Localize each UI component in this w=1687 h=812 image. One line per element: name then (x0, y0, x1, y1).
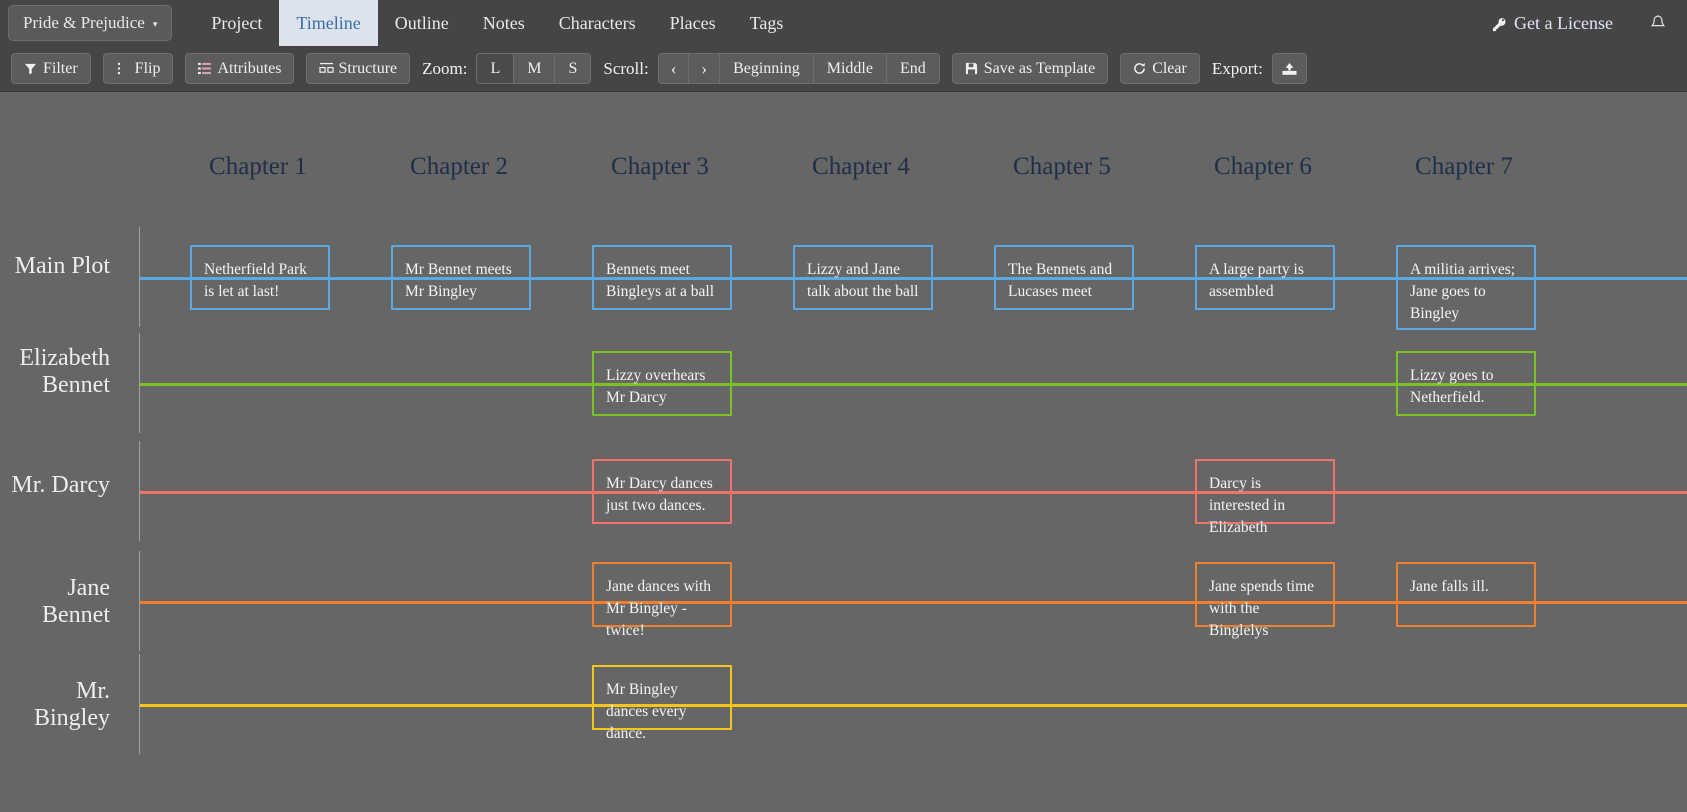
row-separator (139, 441, 140, 541)
chevron-down-icon: ▾ (152, 18, 158, 29)
flip-icon (116, 62, 129, 75)
timeline-card[interactable]: Lizzy and Jane talk about the ball (793, 245, 933, 310)
zoom-control-group: Zoom: L M S (422, 53, 592, 84)
filter-icon (24, 62, 37, 75)
row-label[interactable]: Jane Bennet (42, 575, 110, 628)
filter-button[interactable]: Filter (11, 53, 91, 84)
tab-outline[interactable]: Outline (394, 12, 449, 33)
project-selector-button[interactable]: Pride & Prejudice ▾ (8, 5, 173, 41)
export-image-button[interactable] (1271, 53, 1307, 84)
tab-places[interactable]: Places (669, 12, 716, 33)
chapter-header: Chapter 7 (1415, 153, 1513, 180)
tab-tags[interactable]: Tags (749, 12, 784, 33)
chapter-header: Chapter 5 (1013, 153, 1111, 180)
row-separator (139, 227, 140, 327)
get-a-license-link[interactable]: Get a License (1492, 13, 1613, 34)
export-group: Export: (1212, 53, 1307, 84)
save-as-template-button[interactable]: Save as Template (951, 53, 1109, 84)
structure-label: Structure (338, 59, 398, 77)
main-nav-tabs: Project Timeline Outline Notes Character… (194, 0, 800, 46)
timeline-track (140, 601, 1687, 604)
list-icon (198, 62, 212, 75)
tab-project[interactable]: Project (211, 12, 263, 33)
timeline-card[interactable]: Jane falls ill. (1396, 562, 1536, 627)
tab-timeline[interactable]: Timeline (279, 0, 378, 46)
timeline-canvas[interactable]: Chapter 1 Chapter 2 Chapter 3 Chapter 4 Chap… (0, 93, 1687, 812)
timeline-card[interactable]: A large party is assembled (1195, 245, 1335, 310)
zoom-option-s[interactable]: S (555, 54, 591, 83)
chapter-header: Chapter 2 (410, 153, 508, 180)
export-label: Export: (1211, 58, 1263, 78)
row-separator (139, 654, 140, 754)
scroll-control-group: Scroll: ‹ › Beginning Middle End (603, 53, 940, 84)
timeline-toolbar: Filter Flip Attributes Structure Zoom: L… (0, 46, 1687, 92)
clear-label: Clear (1152, 59, 1187, 77)
structure-icon (319, 62, 335, 75)
clear-button[interactable]: Clear (1120, 53, 1200, 84)
top-navigation-bar: Pride & Prejudice ▾ Project Timeline Out… (0, 0, 1687, 46)
key-icon (1492, 16, 1507, 31)
row-separator (139, 333, 140, 433)
top-bar-right-group: Get a License (1492, 0, 1687, 46)
chapter-header: Chapter 1 (209, 153, 307, 180)
refresh-icon (1133, 62, 1146, 75)
attributes-button[interactable]: Attributes (185, 53, 295, 84)
timeline-track (140, 491, 1687, 494)
timeline-track (140, 704, 1687, 707)
scroll-to-end-button[interactable]: End (886, 54, 939, 83)
zoom-option-m[interactable]: M (514, 54, 556, 83)
timeline-card[interactable]: Lizzy overhears Mr Darcy (592, 351, 732, 416)
tab-notes[interactable]: Notes (482, 12, 525, 33)
bell-icon[interactable] (1649, 14, 1667, 33)
filter-label: Filter (43, 59, 78, 77)
scroll-to-middle-button[interactable]: Middle (813, 54, 887, 83)
scroll-segmented-control: ‹ › Beginning Middle End (657, 53, 940, 84)
tab-characters[interactable]: Characters (558, 12, 636, 33)
timeline-track (140, 277, 1687, 280)
chapter-header: Chapter 3 (611, 153, 709, 180)
row-label[interactable]: Elizabeth Bennet (19, 345, 110, 398)
scroll-next-icon[interactable]: › (689, 54, 721, 83)
timeline-card[interactable]: A militia arrives; Jane goes to Bingley (1396, 245, 1536, 330)
scroll-prev-icon[interactable]: ‹ (658, 54, 690, 83)
timeline-card[interactable]: The Bennets and Lucases meet (994, 245, 1134, 310)
timeline-card[interactable]: Mr Darcy dances just two dances. (592, 459, 732, 524)
save-as-template-label: Save as Template (983, 59, 1096, 77)
zoom-option-l[interactable]: L (477, 54, 515, 83)
row-label[interactable]: Mr. Bingley (34, 678, 110, 731)
scroll-to-beginning-button[interactable]: Beginning (720, 54, 814, 83)
get-a-license-label: Get a License (1514, 12, 1613, 33)
project-name-label: Pride & Prejudice (23, 13, 145, 32)
timeline-card[interactable]: Mr Bingley dances every dance. (592, 665, 732, 742)
save-icon (965, 62, 978, 75)
chapter-header: Chapter 4 (812, 153, 910, 180)
export-image-icon (1282, 62, 1297, 76)
timeline-card[interactable]: Lizzy goes to Netherfield. (1396, 351, 1536, 416)
row-separator (139, 551, 140, 651)
timeline-card[interactable]: Bennets meet Bingleys at a ball (592, 245, 732, 310)
structure-button[interactable]: Structure (306, 53, 411, 84)
scroll-label: Scroll: (603, 58, 649, 78)
zoom-segmented-control: L M S (476, 53, 592, 84)
timeline-card[interactable]: Jane dances with Mr Bingley - twice! (592, 562, 732, 639)
zoom-label: Zoom: (422, 58, 468, 78)
timeline-card[interactable]: Netherfield Park is let at last! (190, 245, 330, 310)
row-label[interactable]: Mr. Darcy (11, 472, 110, 498)
attributes-label: Attributes (217, 59, 282, 77)
timeline-card[interactable]: Jane spends time with the Binglelys (1195, 562, 1335, 639)
timeline-card[interactable]: Mr Bennet meets Mr Bingley (391, 245, 531, 310)
timeline-track (140, 383, 1687, 386)
flip-label: Flip (134, 59, 161, 77)
row-label[interactable]: Main Plot (14, 253, 110, 279)
timeline-card[interactable]: Darcy is interested in Elizabeth (1195, 459, 1335, 536)
flip-button[interactable]: Flip (102, 53, 174, 84)
chapter-header: Chapter 6 (1214, 153, 1312, 180)
